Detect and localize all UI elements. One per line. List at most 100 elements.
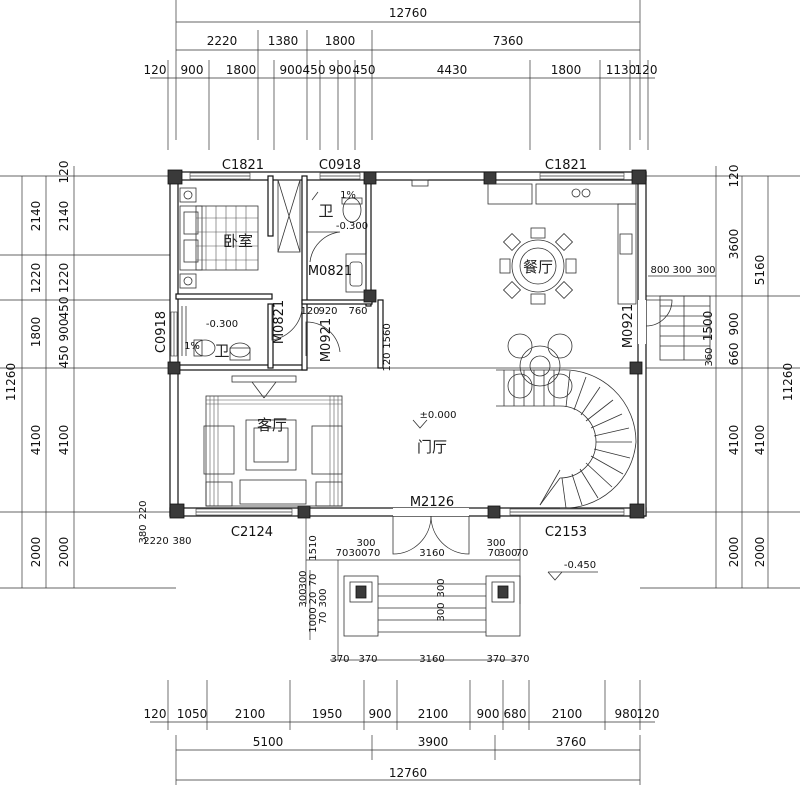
dim-top-3-2: 1800 [226,63,257,77]
dim-top-3-4: 450 [303,63,326,77]
dim-right-inner-7: 2000 [727,537,741,568]
top-dimensions: 12760 2220 1380 1800 7360 120 900 1800 9… [144,0,658,150]
dim-bot-1-3: 1950 [312,707,343,721]
dim-left-outer-0: 2140 [29,201,43,232]
column [169,503,185,519]
level-marker [412,419,428,429]
dim-right-inner-1: 3600 [727,229,741,260]
column [487,505,501,519]
dim-porch-6: 300 [498,548,517,559]
dim-porch-left-4: 300 [318,588,329,607]
side-stair [659,295,711,361]
room-name-foyer: 门厅 [417,438,447,456]
column [167,361,181,375]
level-label: -0.300 [336,221,368,232]
dim-porch-4: 70 [368,548,381,559]
left-dimensions: 11260 2140 1220 1800 4100 2000 120 2140 … [4,161,75,588]
dim-bot-1-0: 120 [144,707,167,721]
window-label: C1821 [545,158,587,173]
level-label: -0.300 [206,319,238,330]
dim-top-2-2: 1800 [325,34,356,48]
dim-porch-bot-0: 370 [330,654,349,665]
dim-porch-8: 3160 [419,548,444,559]
dim-top-3-1: 900 [181,63,204,77]
dim-top-total: 12760 [389,6,427,20]
columns [167,169,647,519]
dim-porch-7: 70 [516,548,529,559]
kitchen-counter [411,179,637,305]
column [297,505,311,519]
dim-left-inner-0: 120 [57,161,71,184]
dim-left-inner-6: 4100 [57,425,71,456]
dim-right-inner-4: 360 [704,347,715,366]
column [355,585,367,599]
lounge-table [507,333,573,399]
column [629,361,643,375]
dim-porch-bot-2: 3160 [419,654,444,665]
dim-top-3-5: 900 [329,63,352,77]
window-label: C2153 [545,525,587,540]
dim-bot-1-7: 680 [504,707,527,721]
dim-porch-9: 1510 [308,535,319,560]
dim-left-inner-1: 2140 [57,201,71,232]
dim-mid-1: 920 [318,306,337,317]
room-name-bathroom: 卫 [318,202,333,220]
dim-right-inner-2: 900 [727,313,741,336]
sofa-set [203,375,343,507]
dim-top-3-6: 450 [353,63,376,77]
dim-right-stair-1: 300 [672,265,691,276]
dim-top-3-3: 900 [280,63,303,77]
bed [179,187,259,289]
dim-porch-left-1: 70 [308,574,319,587]
dim-bot-1-6: 900 [477,707,500,721]
dim-top-3-10: 120 [635,63,658,77]
outer-walls [169,171,647,517]
dim-porch-bot-4: 370 [510,654,529,665]
dim-top-3-8: 1800 [551,63,582,77]
door-swing [271,304,303,341]
room-name-dining: 餐厅 [523,258,553,276]
door-swing [430,515,470,555]
room-labels: 卧室 卫 卫 餐厅 客厅 门厅 [214,202,553,456]
dim-porch-left-6: 70 [318,612,329,625]
dim-bath-2: 2220 [143,536,168,547]
door-label: M0921 [319,318,334,362]
dim-top-2-0: 2220 [207,34,238,48]
level-marker [547,571,563,581]
room-name-living: 客厅 [257,416,287,434]
level-label: ±0.000 [419,410,456,421]
dim-bot-2-2: 3760 [556,735,587,749]
dim-bath-3: 380 [172,536,191,547]
dim-right-inner-0: 120 [727,165,741,188]
dim-porch-5: 70 [488,548,501,559]
right-dimensions: 11260 5160 4100 2000 120 3600 900 660 36… [648,165,795,588]
dim-porch-left-2: 300 [298,588,309,607]
dining-table [499,227,577,305]
dim-top-3-7: 4430 [437,63,468,77]
dim-bot-1-4: 900 [369,707,392,721]
dim-left-inner-4: 900 [57,319,71,342]
dim-bath-0: 220 [138,500,149,519]
door-swing [305,321,341,356]
column [167,169,183,185]
bathroom-fixtures-top [311,191,367,293]
dim-right-inner-6: 4100 [727,425,741,456]
dim-porch-left-3: 20 [308,592,319,605]
door-swing [306,231,341,263]
dim-left-total: 11260 [4,363,18,401]
dim-left-outer-2: 1800 [29,317,43,348]
dim-bottom-total: 12760 [389,766,427,780]
column [631,169,647,185]
dim-left-outer-3: 4100 [29,425,43,456]
door-swing [645,299,673,327]
dim-bot-1-5: 2100 [418,707,449,721]
dim-mid-0: 120 [300,306,319,317]
dim-mid-2: 760 [348,306,367,317]
dim-bot-1-1: 1050 [177,707,208,721]
dim-porch-bot-1: 370 [358,654,377,665]
column [483,171,497,185]
dim-left-inner-3: 450 [57,297,71,320]
opening-labels: C1821 C0918 C1821 C0918 C2124 C2153 M082… [154,158,636,581]
level-label: 1% [340,190,356,201]
dim-left-inner-7: 2000 [57,537,71,568]
